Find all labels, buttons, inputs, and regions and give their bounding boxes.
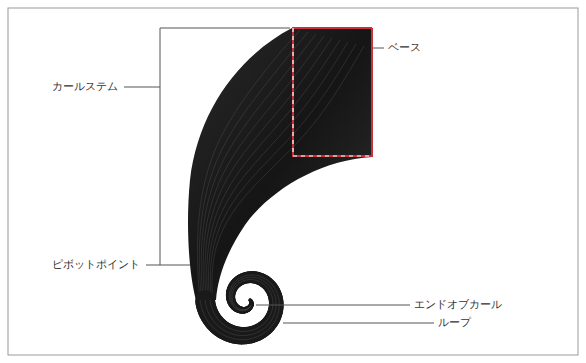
loop-segment [249, 299, 253, 303]
loop-segment [249, 301, 253, 306]
hair-stem [188, 28, 372, 300]
loop-segment [249, 301, 253, 306]
hair-strand [197, 30, 300, 298]
hair-strand [209, 42, 348, 298]
loop-segment [249, 300, 253, 304]
hair-strand [201, 34, 316, 298]
leader-line [124, 87, 160, 88]
base-edge [292, 27, 372, 29]
hair-strand [205, 277, 276, 335]
hair-strand [207, 40, 340, 298]
hair-loop [200, 275, 279, 340]
loop-segment [249, 300, 253, 304]
part-label: ループ [438, 316, 471, 330]
hair-strand [212, 46, 364, 298]
hair-strands [197, 30, 364, 298]
leader-line [256, 305, 410, 306]
hair-strand [200, 275, 279, 340]
leader-line [146, 265, 160, 266]
hair-strand [210, 280, 273, 332]
base-edge-dashed [293, 28, 372, 156]
loop-segment [249, 301, 254, 306]
part-label: カールステム [52, 80, 118, 94]
loop-segment [249, 299, 253, 303]
loop-segment [249, 299, 253, 303]
base-edge [371, 28, 373, 157]
part-label: エンドオブカール [414, 298, 502, 312]
stem-bracket [160, 28, 290, 265]
leader-line [373, 48, 384, 49]
loop-segment [248, 298, 252, 301]
base-edge-dashed [293, 28, 372, 156]
part-label: ベース [388, 41, 421, 55]
frame [8, 8, 578, 355]
part-label: ピボットポイント [52, 258, 140, 272]
loop-segment [249, 300, 253, 305]
leader-line [283, 323, 434, 324]
hair-strand [210, 44, 356, 298]
loop-segment [249, 299, 253, 303]
hair-strand [205, 38, 332, 298]
